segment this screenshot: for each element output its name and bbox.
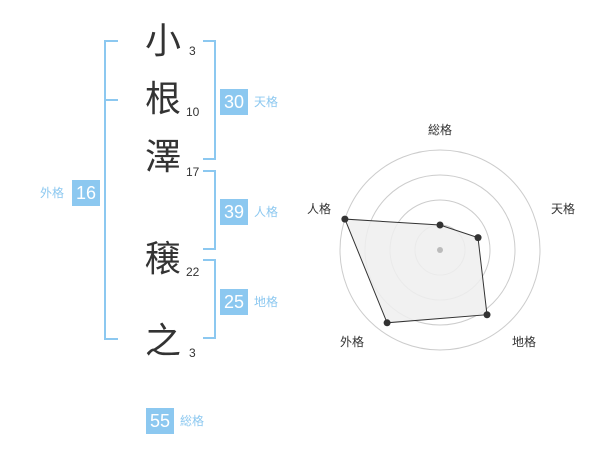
tenkaku-value: 30: [220, 89, 248, 115]
jinkaku-bracket: [203, 170, 216, 250]
radar-point: [341, 215, 349, 223]
chikaku-value: 25: [220, 289, 248, 315]
name-char-5: 之: [144, 321, 181, 362]
radar-label-chikaku: 地格: [512, 334, 536, 349]
radar-ring: [339, 149, 541, 351]
jinkaku-label: 人格: [254, 205, 279, 219]
radar-point: [474, 234, 482, 242]
chikaku-bracket: [203, 259, 216, 339]
chikaku-label: 地格: [254, 295, 279, 309]
stroke-count-2: 10: [186, 105, 200, 119]
name-char-3: 澤: [144, 137, 181, 178]
radar-label-tenkaku: 天格: [551, 201, 575, 216]
radar-point: [436, 221, 444, 229]
gaikaku-value: 16: [72, 180, 100, 206]
name-char-4: 穣: [144, 239, 181, 280]
stroke-count-5: 3: [189, 346, 196, 360]
radar-label-jinkaku: 人格: [307, 201, 331, 216]
tenkaku-bracket: [203, 40, 216, 160]
gaikaku-bracket: [104, 40, 118, 340]
soukaku-label: 総格: [180, 414, 205, 428]
radar-point: [383, 319, 391, 327]
stroke-count-4: 22: [186, 265, 200, 279]
stroke-count-1: 3: [189, 44, 196, 58]
radar-label-gaikaku: 外格: [340, 334, 364, 349]
radar-label-soukaku: 総格: [428, 122, 452, 137]
tenkaku-label: 天格: [254, 95, 279, 109]
soukaku-value: 55: [146, 408, 174, 434]
name-char-1: 小: [144, 21, 181, 62]
gaikaku-label: 外格: [40, 186, 65, 200]
stroke-count-3: 17: [186, 165, 200, 179]
radar-polygon: [344, 218, 488, 324]
radar-point: [483, 311, 491, 319]
name-char-2: 根: [144, 79, 181, 120]
jinkaku-value: 39: [220, 199, 248, 225]
gaikaku-bracket-tick: [104, 99, 118, 101]
radar-chart: 総格 天格 地格 外格 人格: [307, 122, 575, 351]
radar-center: [437, 247, 443, 253]
